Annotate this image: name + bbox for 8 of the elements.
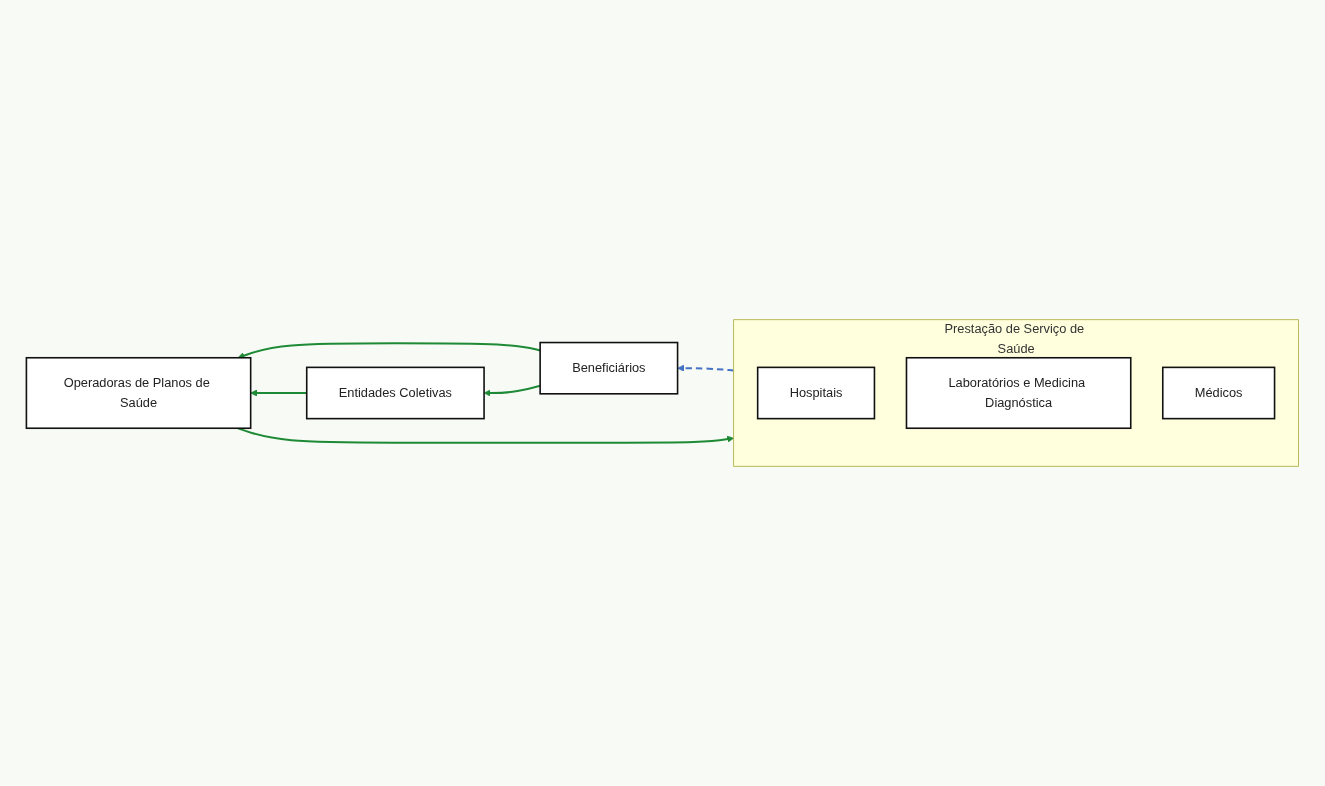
node-box: Hospitais <box>756 366 876 420</box>
arrow <box>677 364 735 372</box>
node-box: Operadoras de Planos de Saúde <box>25 356 252 430</box>
node-box: Beneficiários <box>539 341 679 395</box>
node-box: Laboratórios e Medicina Diagnóstica <box>905 356 1132 430</box>
node-box: Entidades Coletivas <box>305 366 485 420</box>
node-box: Médicos <box>1162 366 1276 420</box>
arrow <box>237 427 734 444</box>
